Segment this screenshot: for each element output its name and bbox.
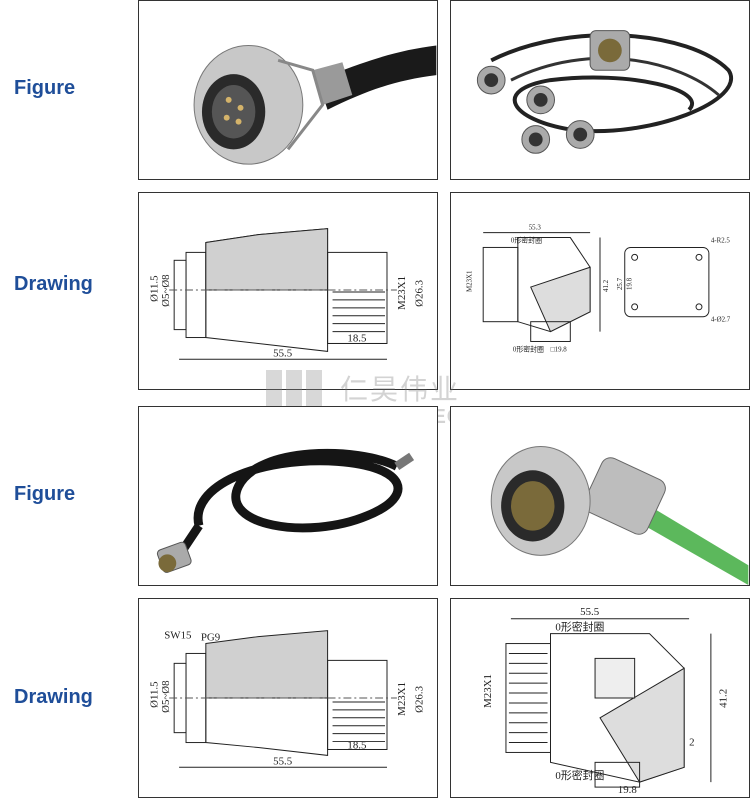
dim-dia-5-8: Ø5~Ø8: [160, 274, 172, 307]
dim-len-18-5-b: 18.5: [347, 739, 367, 751]
label-o-ring-2: 0形密封圈: [513, 344, 544, 353]
dim-w-19-8: □19.8: [551, 346, 568, 353]
dim-small-2: 2: [689, 737, 694, 749]
dim-top-55-5: 55.5: [580, 606, 600, 618]
connector-photo-assembly: [450, 0, 750, 180]
row-label-figure-1: Figure: [14, 77, 76, 99]
dim-thread: M23X1: [466, 270, 473, 292]
dim-len-55-5-b: 55.5: [273, 755, 293, 767]
dim-thread-m23: M23X1: [396, 276, 408, 310]
dim-dia-5-8-b: Ø5~Ø8: [160, 680, 172, 713]
dim-len-18-5: 18.5: [347, 332, 367, 344]
cable-assembly-photo: [138, 406, 438, 586]
row-label-drawing-2: Drawing: [14, 686, 93, 708]
dim-thread-m23-b: M23X1: [396, 682, 408, 716]
dim-dia-26-3: Ø26.3: [414, 279, 426, 306]
dim-sw15: SW15: [164, 630, 192, 642]
dim-h-19-8: 19.8: [627, 277, 634, 290]
dim-thread-m23-c: M23X1: [482, 674, 494, 708]
drawing-straight-connector-2: SW15 PG9 Ø11.5 Ø5~Ø8 M23X1 Ø26.3 18.5 55…: [138, 598, 438, 798]
dim-pg9: PG9: [201, 632, 220, 644]
dim-dia-26-3-b: Ø26.3: [414, 685, 426, 712]
dim-len-55-5: 55.5: [273, 347, 293, 359]
dim-h-41-2: 41.2: [603, 279, 610, 292]
label-o-ring-4: 0形密封圈: [555, 768, 604, 782]
dim-dia-11-5-b: Ø11.5: [148, 681, 160, 708]
dim-h-25-7: 25.7: [617, 277, 624, 290]
dim-h-41-2-b: 41.2: [718, 689, 730, 708]
dim-holes-d: 4-Ø2.7: [711, 317, 731, 324]
row-label-drawing-1: Drawing: [14, 273, 93, 295]
dim-top-55-3: 55.3: [529, 225, 542, 232]
drawing-right-angle-connector: 55.3 0形密封圈 M23X1 41.2 25.7 19.8 0形密封圈 □1…: [450, 192, 750, 390]
dim-w-19-8-b: 19.8: [618, 784, 638, 796]
label-o-ring-1: 0形密封圈: [511, 235, 542, 244]
drawing-right-angle-connector-2: 55.5 0形密封圈 M23X1 41.2 2 0形密封圈 19.8: [450, 598, 750, 798]
right-angle-connector-photo: [450, 406, 750, 586]
dim-dia-11-5: Ø11.5: [148, 275, 160, 302]
label-o-ring-3: 0形密封圈: [555, 620, 604, 634]
connector-photo-straight: [138, 0, 438, 180]
drawing-straight-connector: Ø11.5 Ø5~Ø8 M23X1 Ø26.3 18.5 55.5: [138, 192, 438, 390]
dim-holes-r: 4-R2.5: [711, 237, 731, 244]
row-label-figure-2: Figure: [14, 483, 76, 505]
